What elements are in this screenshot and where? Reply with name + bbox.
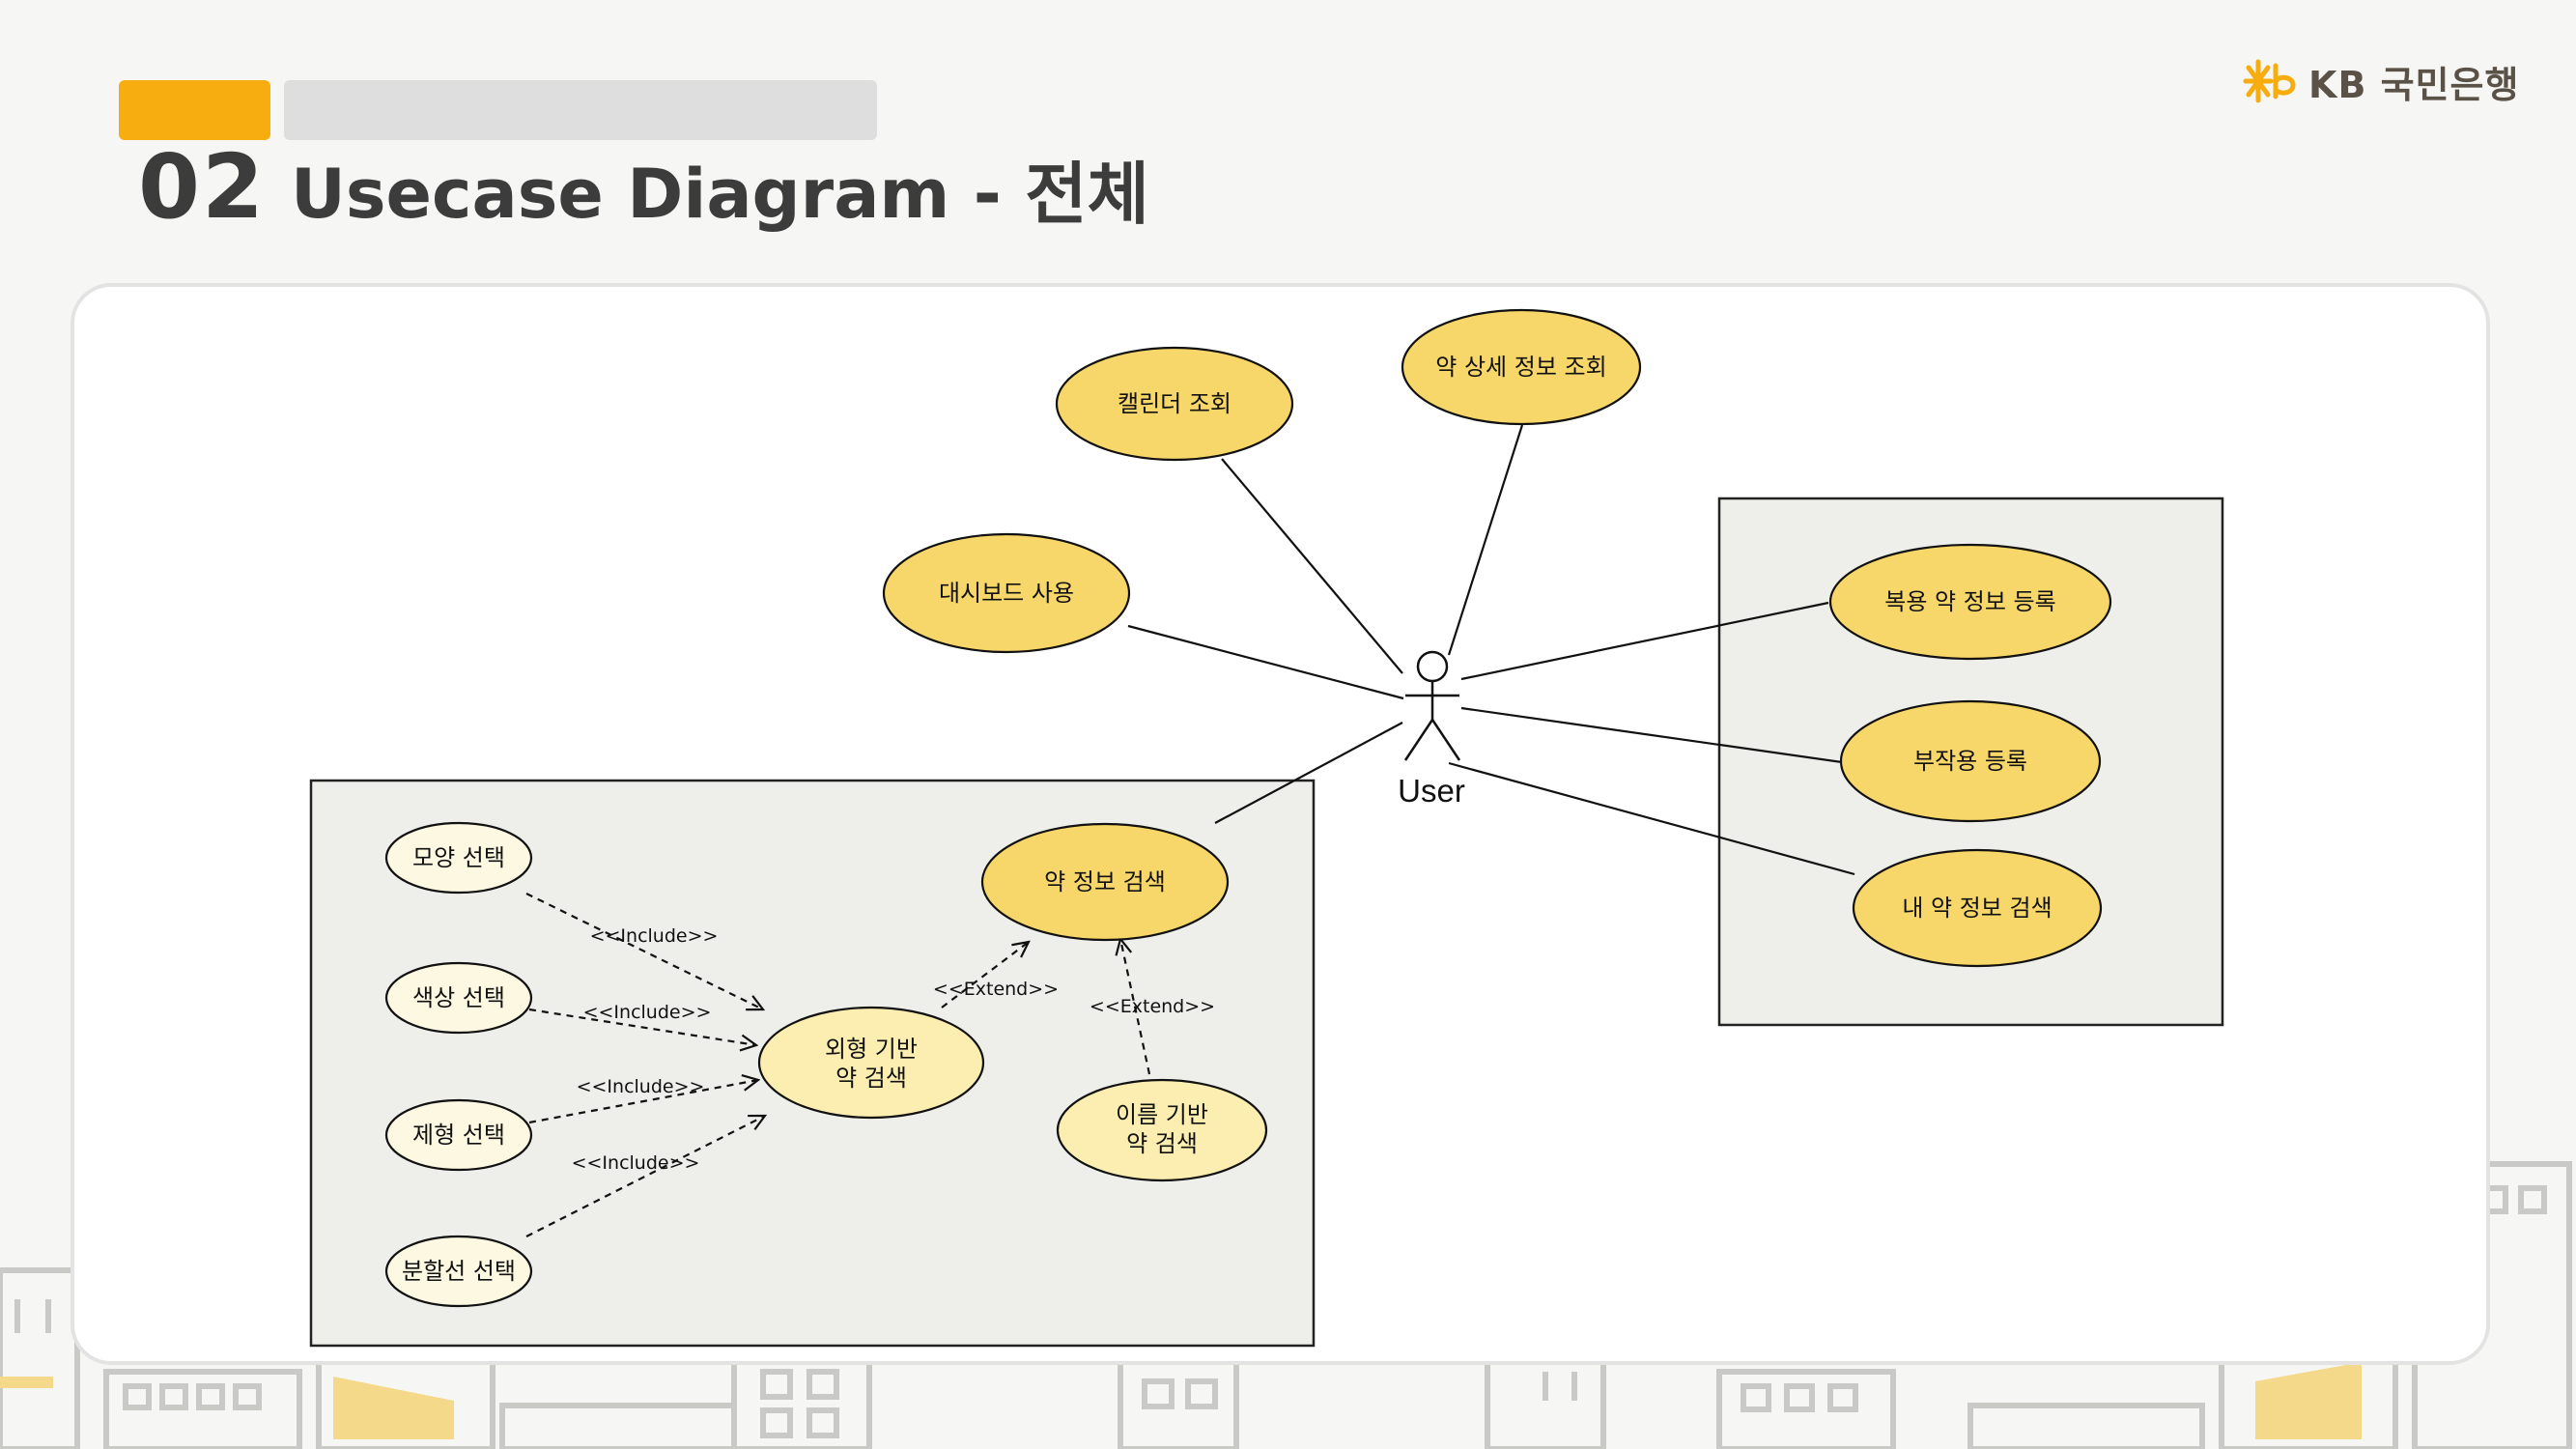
include-label: <<Include>>	[590, 925, 719, 947]
include-arrow-form	[528, 1080, 758, 1124]
include-arrow-color	[528, 1008, 756, 1045]
usecase-label: 부작용 등록	[1913, 748, 2027, 775]
usecase-label: 모양 선택	[412, 844, 505, 871]
actor-label: User	[1398, 773, 1465, 809]
section-tab-placeholder	[284, 80, 877, 140]
usecase-label-line1: 외형 기반	[825, 1036, 918, 1063]
brand-logo: KB 국민은행	[2243, 56, 2519, 106]
extend-arrow-shape-search	[941, 942, 1029, 1009]
usecase-my-drug-search[interactable]: 내 약 정보 검색	[1852, 848, 2103, 968]
extend-label: <<Extend>>	[933, 979, 1059, 1000]
usecase-label: 분할선 선택	[402, 1258, 516, 1285]
usecase-label: 색상 선택	[412, 984, 505, 1011]
usecase-label: 캘린더 조회	[1118, 390, 1231, 417]
usecase-label-line1: 이름 기반	[1116, 1101, 1208, 1128]
usecase-form-select[interactable]: 제형 선택	[384, 1098, 533, 1172]
association-lines	[1127, 424, 1855, 876]
section-tab-accent	[119, 80, 270, 140]
actor-user	[1403, 650, 1461, 761]
usecase-label-line2: 약 검색	[1126, 1130, 1198, 1157]
usecase-label: 복용 약 정보 등록	[1884, 588, 2055, 615]
usecase-drug-search[interactable]: 약 정보 검색	[980, 822, 1230, 942]
usecase-label: 내 약 정보 검색	[1902, 895, 2052, 922]
include-label: <<Include>>	[572, 1152, 700, 1174]
actor-head-icon	[1416, 650, 1449, 683]
include-label: <<Include>>	[577, 1076, 705, 1097]
usecase-shape-select[interactable]: 모양 선택	[384, 821, 533, 895]
extend-label: <<Extend>>	[1090, 996, 1215, 1017]
brand-name: KB 국민은행	[2308, 63, 2520, 106]
usecase-label: 약 상세 정보 조회	[1435, 354, 1606, 381]
include-label: <<Include>>	[583, 1002, 712, 1023]
usecase-label-line2: 약 검색	[835, 1065, 907, 1092]
usecase-register-med[interactable]: 복용 약 정보 등록	[1828, 543, 2112, 661]
page-title: Usecase Diagram - 전체	[291, 155, 1149, 234]
kb-star-icon	[2243, 59, 2296, 103]
usecase-label: 대시보드 사용	[939, 580, 1074, 607]
usecase-calendar[interactable]: 캘린더 조회	[1055, 346, 1294, 462]
usecase-label: 약 정보 검색	[1044, 868, 1166, 895]
usecase-drug-detail[interactable]: 약 상세 정보 조회	[1401, 308, 1642, 426]
usecase-shape-based-search[interactable]: 외형 기반 약 검색	[757, 1006, 985, 1120]
usecase-label: 제형 선택	[412, 1122, 505, 1149]
extend-arrow-name-search	[1120, 939, 1151, 1075]
include-arrow-shape	[525, 893, 763, 1009]
usecase-color-select[interactable]: 색상 선택	[384, 961, 533, 1035]
usecase-dashboard[interactable]: 대시보드 사용	[882, 532, 1131, 654]
usecase-split-select[interactable]: 분할선 선택	[384, 1235, 533, 1308]
section-number: 02	[138, 135, 267, 239]
usecase-name-based-search[interactable]: 이름 기반 약 검색	[1056, 1078, 1268, 1182]
usecase-register-side-effect[interactable]: 부작용 등록	[1839, 699, 2102, 823]
